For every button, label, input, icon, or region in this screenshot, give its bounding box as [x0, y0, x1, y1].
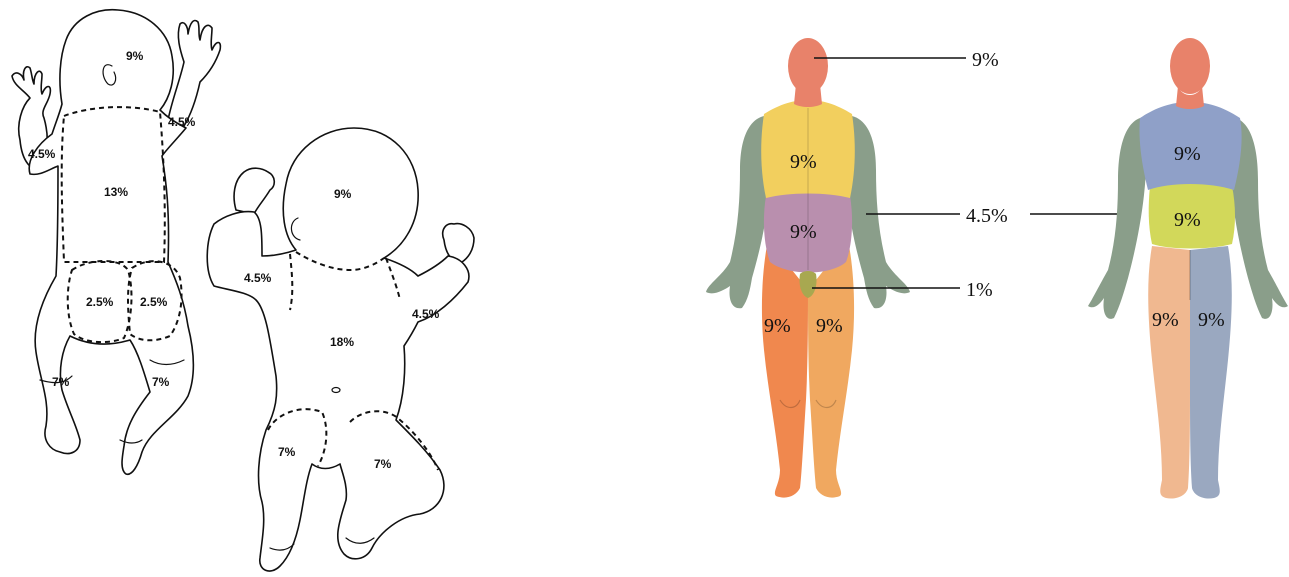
- adult-front-leg-left-label: 9%: [816, 315, 843, 337]
- adult-front-abdomen-label: 9%: [790, 221, 817, 243]
- infant-back-trunk-label: 13%: [104, 185, 128, 199]
- infant-back-buttock-right-label: 2.5%: [140, 295, 168, 309]
- infant-back-figure: 9% 4.5% 4.5% 13% 2.5% 2.5% 7% 7%: [12, 10, 220, 475]
- callout-arm-label: 4.5%: [966, 205, 1008, 227]
- adult-front-figure: 9% 9% 9% 9%: [706, 38, 910, 498]
- callout-head-label: 9%: [972, 49, 999, 71]
- adult-back-lower-label: 9%: [1174, 209, 1201, 231]
- infant-front-trunk-label: 18%: [330, 335, 354, 349]
- adult-front-arm-left: [846, 116, 910, 308]
- adult-back-leg-left-label: 9%: [1152, 309, 1179, 331]
- infant-front-leg-right-label: 7%: [374, 457, 392, 471]
- infant-back-arm-left-label: 4.5%: [28, 147, 56, 161]
- adult-front-leg-right-label: 9%: [764, 315, 791, 337]
- adult-back-leg-right-label: 9%: [1198, 309, 1225, 331]
- callout-genitals-label: 1%: [966, 279, 993, 301]
- adult-front-arm-right: [706, 116, 770, 308]
- adult-back-leg-right: [1190, 246, 1232, 499]
- infant-front-leg-left-label: 7%: [278, 445, 296, 459]
- infant-back-leg-left-label: 7%: [52, 375, 70, 389]
- infant-back-body: [29, 10, 193, 475]
- adult-front-chest-label: 9%: [790, 151, 817, 173]
- infant-front-head-label: 9%: [334, 187, 352, 201]
- infant-back-arm-right-label: 4.5%: [168, 115, 196, 129]
- infant-back-leg-right-label: 7%: [152, 375, 170, 389]
- infant-front-arm-right-label: 4.5%: [412, 307, 440, 321]
- adult-front-head: [788, 38, 828, 94]
- adult-back-upper-label: 9%: [1174, 143, 1201, 165]
- infant-back-right-hand: [168, 21, 220, 127]
- infant-front-arm-left-label: 4.5%: [244, 271, 272, 285]
- infant-back-buttock-left-label: 2.5%: [86, 295, 114, 309]
- infant-front-left-fist: [234, 168, 274, 214]
- adult-back-head: [1170, 38, 1210, 94]
- infant-back-head-label: 9%: [126, 49, 144, 63]
- adult-back-figure: 9% 9% 9% 9%: [1088, 38, 1288, 499]
- adult-back-leg-left: [1148, 246, 1190, 499]
- infant-front-figure: 9% 4.5% 4.5% 18% 7% 7%: [207, 128, 474, 571]
- adult-back-arm-right: [1088, 118, 1146, 319]
